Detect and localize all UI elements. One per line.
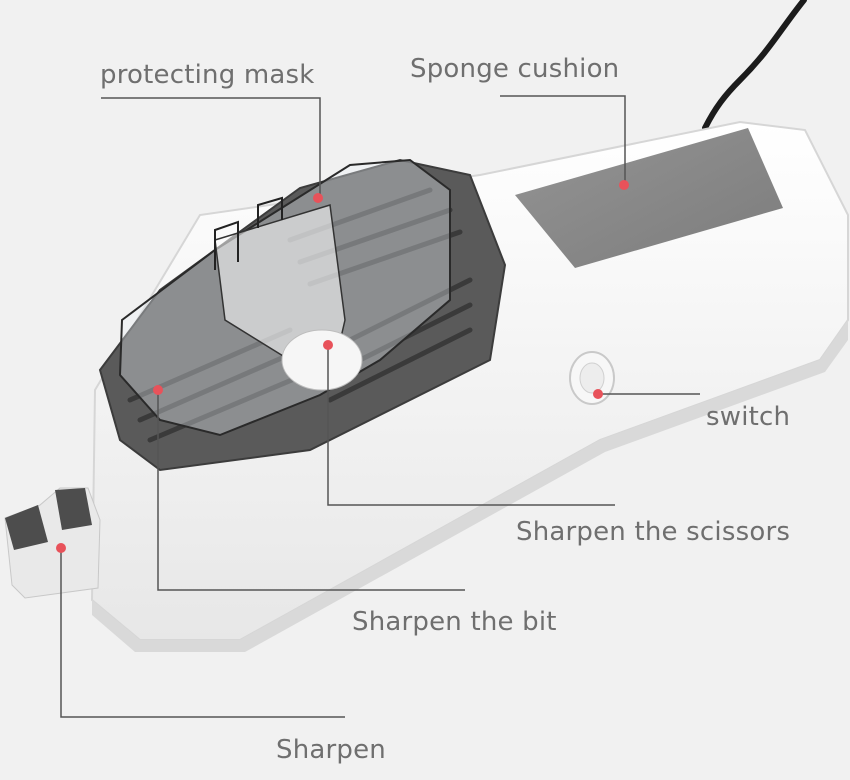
leader-line-sponge-cushion [500, 95, 626, 185]
label-sharpen-scissors: Sharpen the scissors [516, 517, 791, 547]
label-sharpen-bit: Sharpen the bit [352, 607, 557, 637]
marker-switch [593, 389, 603, 399]
sharpen-slot-left-jaw [5, 505, 48, 550]
mask-slot-left [214, 220, 239, 270]
leader-line-sharpen-scissors [327, 345, 615, 506]
label-switch: switch [706, 402, 791, 432]
marker-sponge-cushion [619, 180, 629, 190]
leader-line-protecting-mask [101, 97, 321, 198]
leader-lines [60, 95, 700, 718]
marker-sharpen-scissors [323, 340, 333, 350]
label-sponge-cushion: Sponge cushion [410, 54, 620, 84]
leader-line-sharpen-bit [157, 390, 465, 591]
leader-line-sharpen [60, 548, 345, 718]
label-sharpen: Sharpen [276, 735, 386, 765]
sponge-cushion [515, 128, 783, 268]
power-cord [702, 0, 807, 131]
label-protecting-mask: protecting mask [100, 60, 315, 90]
scissor-grinding-wheel [281, 329, 363, 391]
marker-sharpen-bit [153, 385, 163, 395]
marker-protecting-mask [313, 193, 323, 203]
power-switch-inner [579, 362, 605, 394]
marker-sharpen [56, 543, 66, 553]
callout-markers [56, 180, 629, 553]
mask-slot-right [257, 196, 283, 228]
sharpen-slot-right-jaw [55, 488, 92, 530]
